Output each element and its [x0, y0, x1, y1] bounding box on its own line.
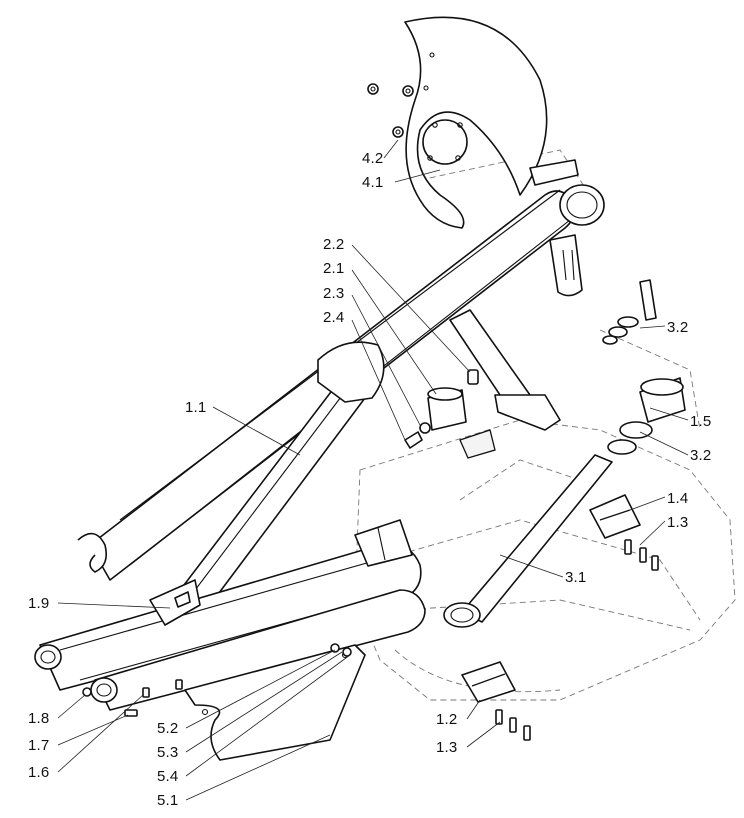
fender-guard-4-1	[404, 16, 548, 229]
label-1-7: 1.7	[28, 737, 49, 754]
hardware-5	[142, 643, 352, 698]
nuts-4-2	[367, 83, 414, 138]
clamps-1-4-1-2	[461, 494, 659, 741]
label-3-1: 3.1	[565, 569, 586, 586]
label-2-3: 2.3	[323, 285, 344, 302]
label-2-4: 2.4	[323, 309, 344, 326]
label-3-2-bottom: 3.2	[690, 447, 711, 464]
label-1-1: 1.1	[185, 399, 206, 416]
parts-2	[404, 369, 496, 459]
label-1-6: 1.6	[28, 764, 49, 781]
label-1-3-bottom: 1.3	[436, 739, 457, 756]
label-1-3-top: 1.3	[667, 514, 688, 531]
parts-3	[443, 279, 686, 628]
label-4-2: 4.2	[362, 150, 383, 167]
label-5-4: 5.4	[157, 768, 178, 785]
label-2-2: 2.2	[323, 236, 344, 253]
down-tube	[164, 309, 561, 626]
guard-plate-5-1	[184, 644, 366, 761]
label-1-8: 1.8	[28, 710, 49, 727]
label-3-2-top: 3.2	[667, 319, 688, 336]
label-1-9: 1.9	[28, 595, 49, 612]
small-parts-1	[82, 591, 191, 717]
label-1-2: 1.2	[436, 711, 457, 728]
part-labels: 4.2 4.1 2.2 2.1 2.3 2.4 1.1 3.2 1.5 3.2 …	[28, 150, 711, 809]
label-5-3: 5.3	[157, 744, 178, 761]
label-5-2: 5.2	[157, 720, 178, 737]
label-1-5: 1.5	[690, 413, 711, 430]
leader-lines	[57, 139, 689, 801]
label-2-1: 2.1	[323, 260, 344, 277]
label-1-4: 1.4	[667, 490, 688, 507]
label-5-1: 5.1	[157, 792, 178, 809]
label-4-1: 4.1	[362, 174, 383, 191]
